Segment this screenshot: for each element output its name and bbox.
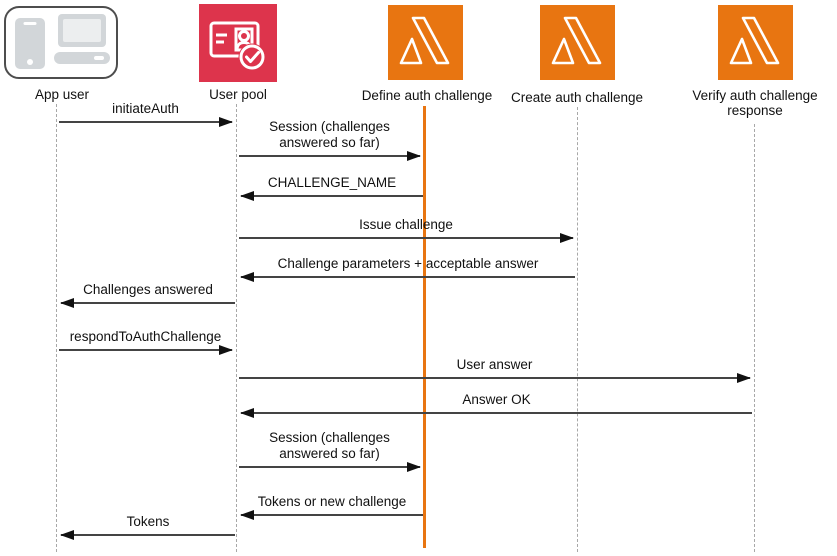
- lifeline-define-auth-challenge-active: [423, 106, 426, 548]
- message-session-2: Session (challenges answered so far): [239, 430, 421, 472]
- message-label: Challenge parameters + acceptable answer: [277, 256, 539, 271]
- arrow-left-icon: [240, 271, 575, 282]
- message-label: Session (challenges answered so far): [269, 430, 390, 461]
- message-label: Issue challenge: [359, 217, 453, 232]
- message-label: Tokens: [126, 514, 170, 529]
- laptop-screen-icon: [58, 14, 106, 47]
- actor-label-create-auth-challenge: Create auth challenge: [510, 90, 644, 105]
- message-user-answer: User answer: [239, 357, 751, 383]
- arrow-right-icon: [59, 116, 233, 127]
- arrow-right-icon: [239, 150, 421, 161]
- lambda-icon: [388, 5, 463, 80]
- message-label: Challenges answered: [83, 282, 213, 297]
- message-issue-challenge: Issue challenge: [239, 217, 574, 243]
- message-label: respondToAuthChallenge: [69, 329, 222, 344]
- message-label: Answer OK: [462, 392, 531, 407]
- lifeline-verify-auth-challenge: [754, 124, 755, 552]
- message-challenges-answered: Challenges answered: [60, 282, 235, 308]
- arrow-left-icon: [240, 509, 423, 520]
- phone-icon: [15, 18, 45, 69]
- message-respond-to-auth-challenge: respondToAuthChallenge: [59, 329, 233, 355]
- message-answer-ok: Answer OK: [240, 392, 752, 418]
- arrow-left-icon: [60, 297, 235, 308]
- actor-label-verify-auth-challenge-response: Verify auth challenge response: [692, 88, 818, 119]
- arrow-right-icon: [239, 461, 421, 472]
- message-label: Tokens or new challenge: [257, 494, 407, 509]
- message-label: Session (challenges answered so far): [269, 119, 390, 150]
- lifeline-app-user: [56, 104, 57, 552]
- lambda-icon: [718, 5, 793, 80]
- arrow-right-icon: [239, 232, 574, 243]
- actor-label-define-auth-challenge: Define auth challenge: [361, 88, 493, 103]
- actor-label-app-user: App user: [34, 87, 90, 102]
- arrow-right-icon: [59, 344, 233, 355]
- message-label: initiateAuth: [112, 101, 179, 116]
- actor-label-user-pool: User pool: [209, 87, 267, 102]
- message-tokens-or-new-challenge: Tokens or new challenge: [240, 494, 423, 520]
- devices-icon: [4, 6, 118, 79]
- arrow-left-icon: [240, 190, 423, 201]
- id-card-icon: [199, 4, 277, 82]
- lifeline-create-auth-challenge: [577, 107, 578, 552]
- message-challenge-parameters: Challenge parameters + acceptable answer: [240, 256, 575, 282]
- message-label: CHALLENGE_NAME: [267, 175, 397, 190]
- arrow-left-icon: [240, 407, 752, 418]
- message-label: User answer: [456, 357, 533, 372]
- arrow-right-icon: [239, 372, 751, 383]
- message-tokens: Tokens: [60, 514, 235, 540]
- message-session-1: Session (challenges answered so far): [239, 119, 421, 161]
- lambda-icon: [540, 5, 615, 80]
- message-challenge-name: CHALLENGE_NAME: [240, 175, 423, 201]
- lifeline-user-pool: [236, 104, 237, 552]
- message-initiate-auth: initiateAuth: [59, 101, 233, 127]
- laptop-base-icon: [54, 52, 110, 64]
- arrow-left-icon: [60, 529, 235, 540]
